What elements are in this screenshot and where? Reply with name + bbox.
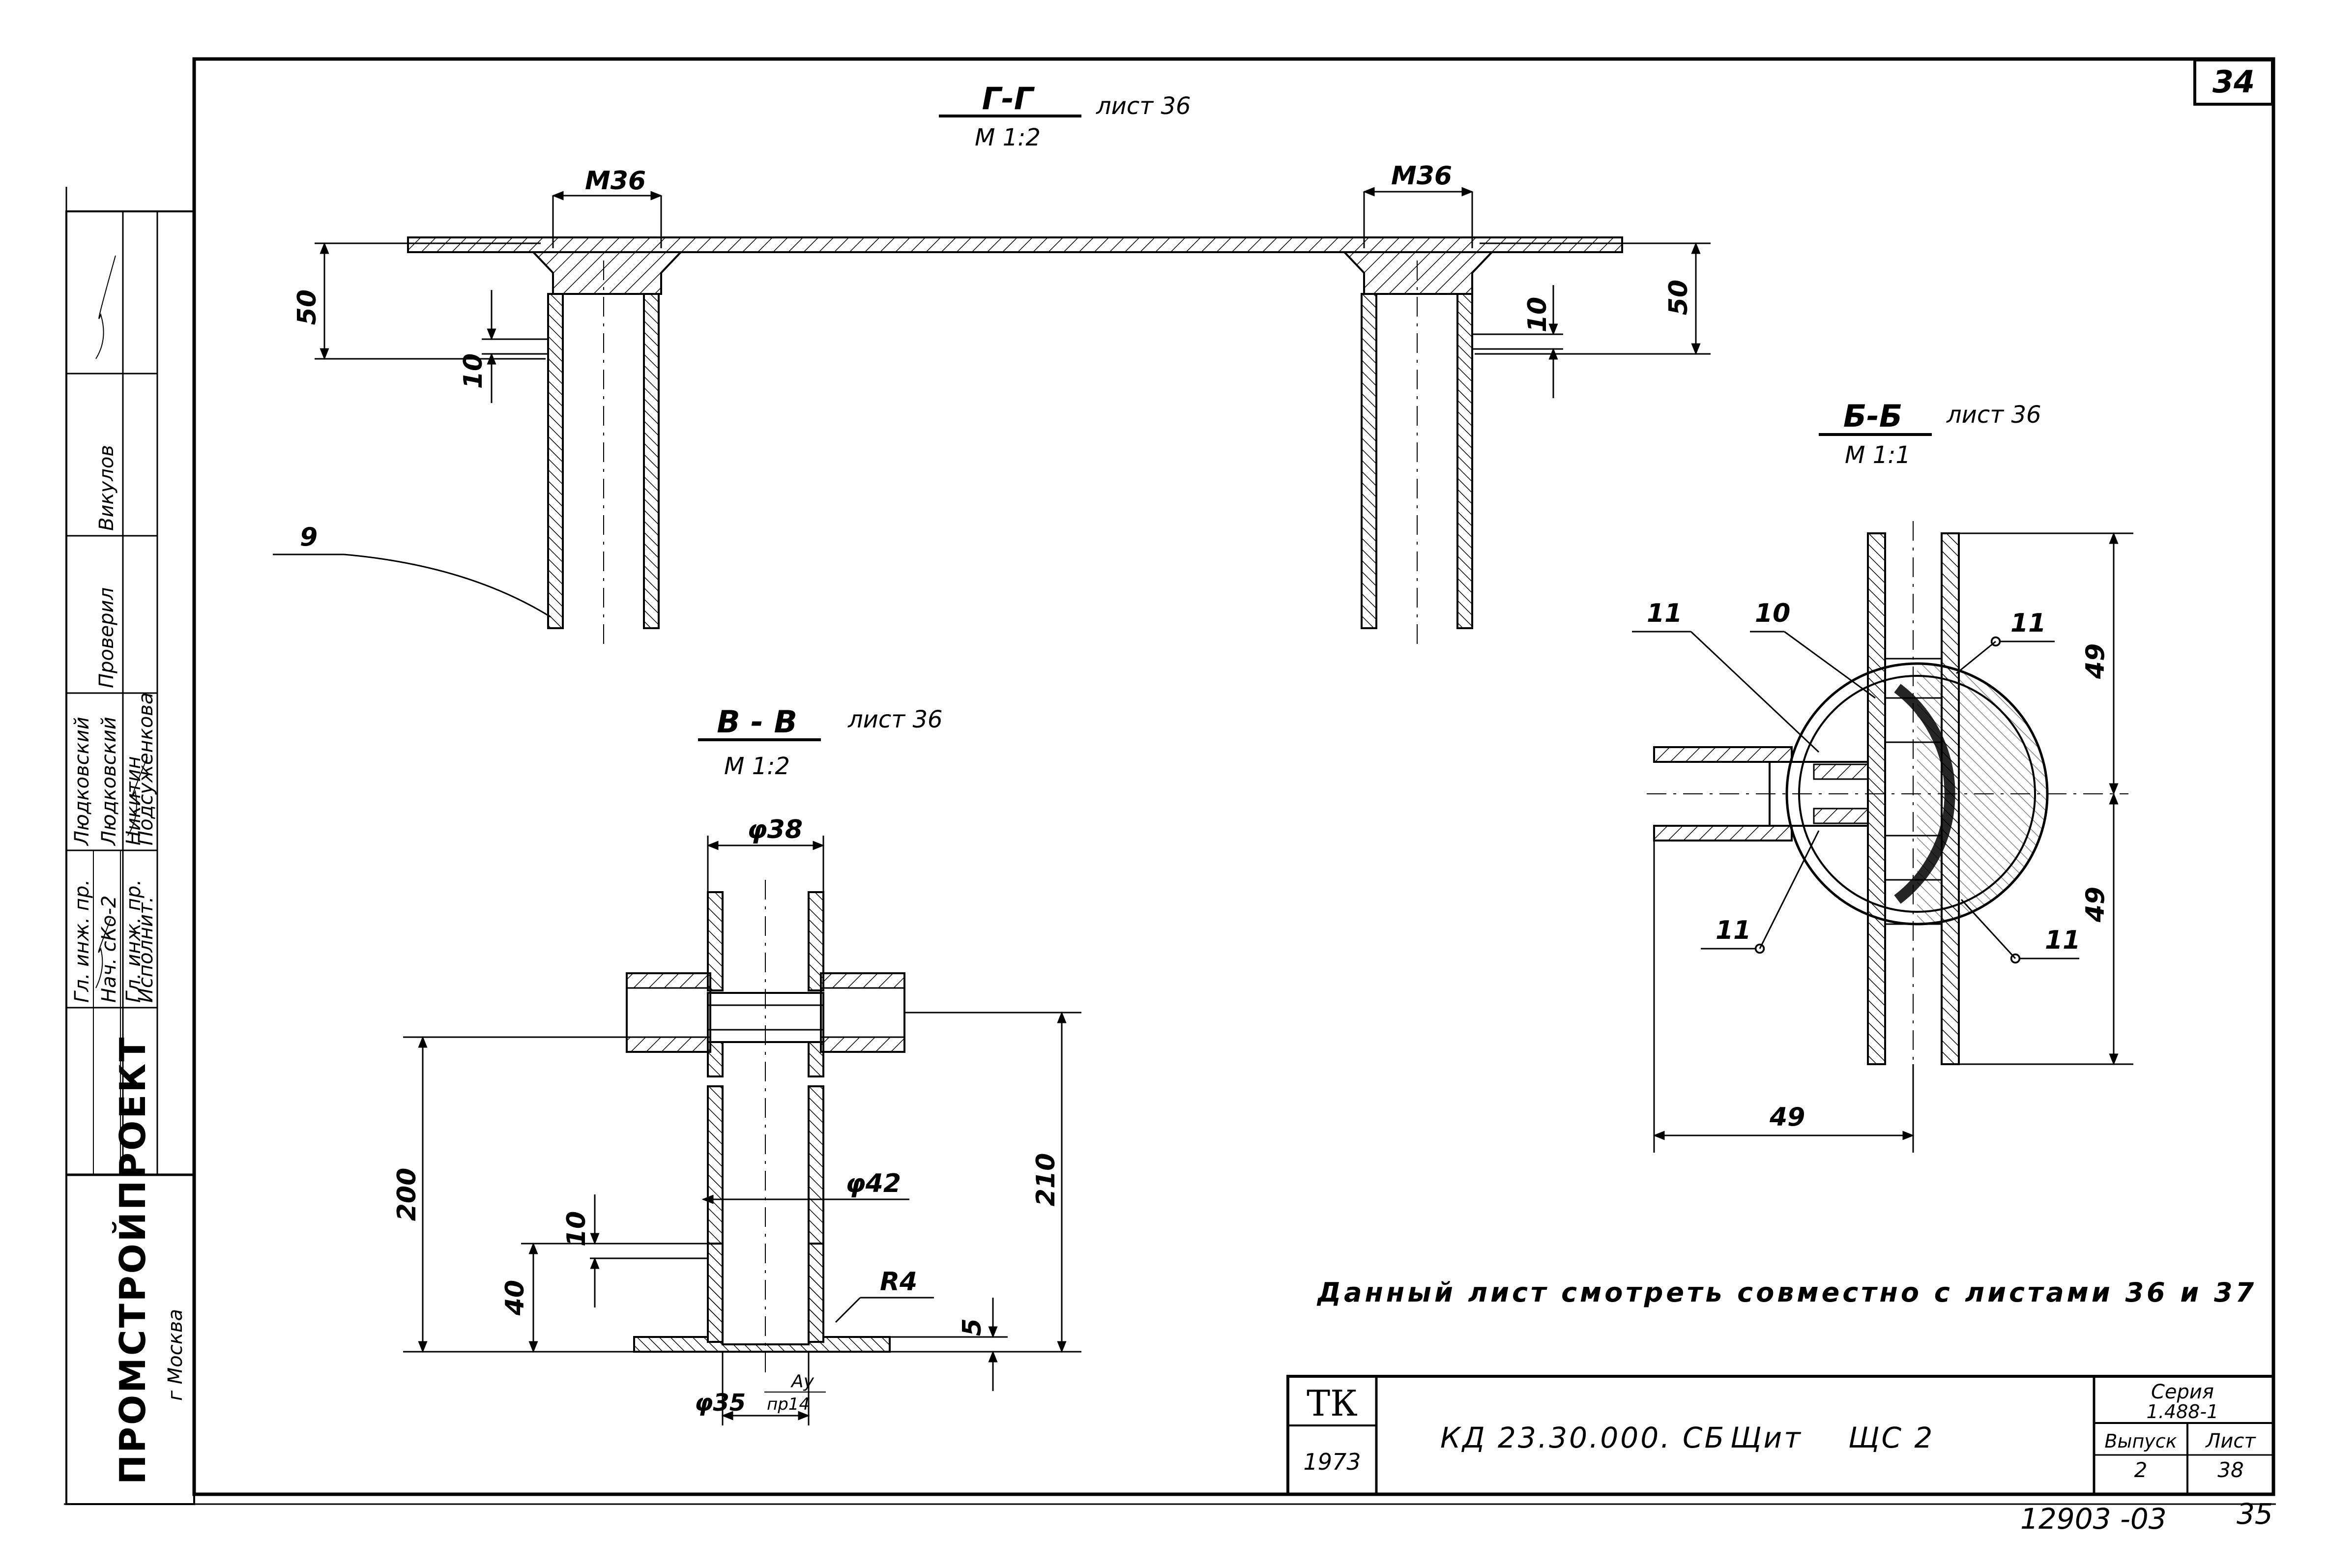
section-bb-ref: лист 36 [1946,401,2041,429]
side-block: Нач. сКо-2 Людковский Гл. инж. пр. Людко… [65,210,195,1505]
dim-m36-left: М36 [585,166,646,196]
dim-40: 40 [500,1280,530,1316]
stamp-year: 1973 [1303,1449,1361,1475]
section-gg-title: Г-Г [982,81,1035,116]
stamp-series-value: 1.488-1 [2147,1401,2219,1423]
section-gg-scale: М 1:2 [975,124,1041,151]
dim-10-vv: 10 [562,1211,591,1247]
dim-10-left: 10 [459,353,488,389]
callout-11-bottom-left: 11 [1716,916,1751,945]
side-city: г Москва [164,1309,187,1401]
dim-5: 5 [958,1318,987,1336]
side-role-4: Исполнит. [135,897,157,1003]
signature-mark [95,255,116,359]
section-vv-title: В - В [717,704,797,740]
side-name-4: Подсуженкова [135,693,157,845]
dim-50-left: 50 [292,290,322,325]
section-gg-ref: лист 36 [1096,92,1191,120]
dim-ay: Ay [790,1371,815,1392]
dim-50-right: 50 [1664,280,1693,315]
dim-210: 210 [1031,1153,1061,1207]
signature-mark [127,756,148,836]
side-role-2: Гл. инж. пр. [71,879,93,1003]
dim-49-top: 49 [2081,643,2110,679]
section-vv: В - В М 1:2 лист 36 φ38 φ42 [392,704,1081,1425]
callout-11-top-right: 11 [2010,609,2046,638]
dim-200: 200 [392,1168,422,1221]
dim-49-width: 49 [1769,1103,1805,1132]
section-bb-scale: М 1:1 [1845,441,1911,469]
section-bb-title: Б-Б [1843,398,1902,434]
archive-number: 12903 -03 [2020,1502,2167,1536]
stamp-name-label: Щит [1730,1421,1803,1454]
stamp-issue-label: Выпуск [2104,1430,2177,1452]
section-gg: Г-Г М 1:2 лист 36 М36 М36 50 50 [273,81,1711,644]
stamp-sheet-label: Лист [2205,1430,2256,1452]
side-checker-name: Викулов [95,445,118,531]
stamp-sheet-value: 38 [2217,1458,2243,1482]
corner-number: 34 [2212,64,2255,100]
signature-mark [95,919,111,988]
dim-10-right: 10 [1523,297,1552,332]
side-name-1: Людковский [98,717,120,846]
dim-pr14: пр14 [767,1394,810,1414]
callout-11-top-left: 11 [1647,599,1682,628]
section-vv-scale: М 1:2 [724,753,790,780]
side-org: ПРОМСТРОЙПРОЕКТ [112,1036,153,1484]
stamp-name-value: ЩС 2 [1848,1421,1934,1454]
stamp-code: ТК [1307,1383,1358,1424]
side-role-3: Гл. инж. пр. [122,879,145,1003]
side-checker-role: Проверил [95,587,118,688]
dim-d35: φ35 [695,1389,746,1417]
dim-d38: φ38 [747,815,803,844]
sheet-note: Данный лист смотреть совместно с листами… [1316,1277,2257,1308]
side-name-2: Людковский [71,717,93,846]
callout-10: 10 [1755,599,1790,628]
dim-49-bottom: 49 [2081,887,2110,923]
stamp-issue-value: 2 [2134,1458,2148,1482]
bottom-number: 35 [2237,1497,2273,1531]
stamp-designation: КД 23.30.000. СБ [1440,1421,1726,1454]
section-vv-ref: лист 36 [847,706,943,733]
side-role-1: Нач. сКо-2 [98,896,120,1003]
callout-9: 9 [300,523,318,552]
dim-r4: R4 [880,1267,917,1297]
stamp-series-label: Серия [2151,1381,2214,1403]
callout-11-bottom-right: 11 [2045,926,2080,955]
dim-d42: φ42 [845,1169,901,1198]
dim-m36-right: М36 [1391,161,1452,191]
section-bb: Б-Б М 1:1 лист 36 49 49 [1632,398,2133,1153]
corner-number-box: 34 [2193,58,2274,106]
title-block: ТК 1973 КД 23.30.000. СБ Щит ЩС 2 Серия … [1286,1375,2275,1496]
